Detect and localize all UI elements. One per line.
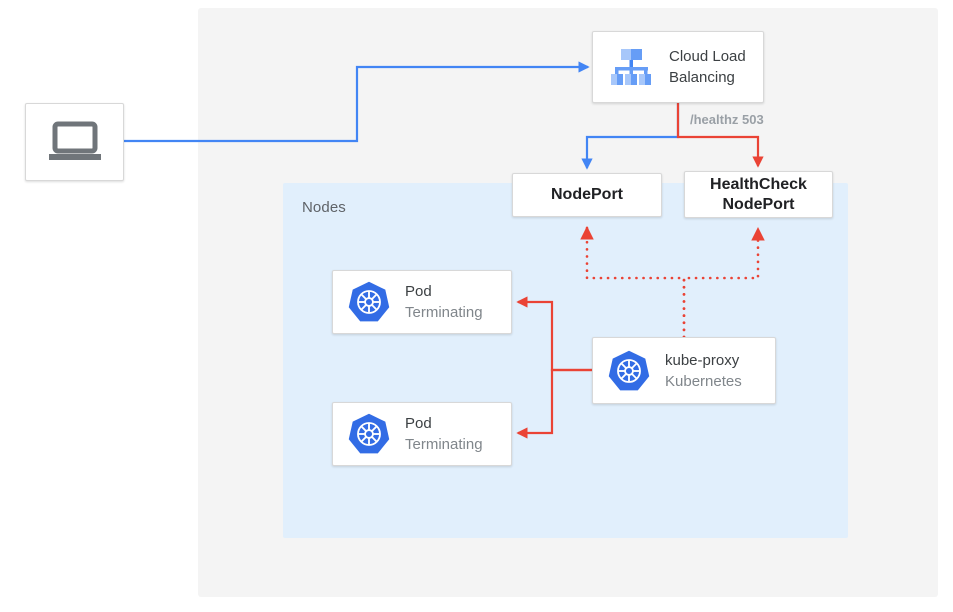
- healthcheck-nodeport-box[interactable]: HealthCheck NodePort: [684, 171, 833, 218]
- cloud-load-balancing-icon: [607, 43, 655, 91]
- pod-subtitle-1: Terminating: [405, 304, 483, 321]
- healthcheck-nodeport-label-line1: HealthCheck: [710, 175, 807, 193]
- kubernetes-icon: [347, 280, 391, 324]
- edge-kubeproxy-to-healthcheck-dotted: [682, 226, 765, 339]
- kubernetes-icon: [347, 412, 391, 456]
- nodes-region-label: Nodes: [302, 199, 346, 216]
- edge-clb-to-nodeport: [581, 103, 680, 170]
- healthcheck-nodeport-label-line2: NodePort: [722, 195, 795, 213]
- pod-title-2: Pod: [405, 415, 432, 432]
- cloud-load-balancing-label-line2: Balancing: [669, 69, 735, 86]
- edge-kubeproxy-to-nodeport-dotted: [580, 225, 686, 339]
- nodeport-label: NodePort: [551, 186, 623, 203]
- cloud-load-balancing-label-line1: Cloud Load: [669, 48, 746, 65]
- pod-box-1[interactable]: Pod Terminating: [332, 270, 512, 334]
- cloud-load-balancing-box[interactable]: Cloud Load Balancing: [592, 31, 764, 103]
- kubernetes-icon: [607, 349, 651, 393]
- pod-title-1: Pod: [405, 283, 432, 300]
- edge-client-to-clb: [124, 61, 590, 143]
- pod-subtitle-2: Terminating: [405, 436, 483, 453]
- edge-kubeproxy-to-pod-1: [516, 296, 592, 372]
- kube-proxy-subtitle: Kubernetes: [665, 372, 742, 390]
- nodeport-box[interactable]: NodePort: [512, 173, 662, 217]
- edge-clb-to-healthcheck-nodeport: [676, 103, 764, 168]
- kube-proxy-box[interactable]: kube-proxy Kubernetes: [592, 337, 776, 404]
- client-box[interactable]: [25, 103, 124, 181]
- laptop-icon: [47, 120, 103, 164]
- edge-kubeproxy-to-pod-2: [516, 368, 592, 439]
- kube-proxy-title: kube-proxy: [665, 351, 740, 369]
- healthz-edge-label: /healthz 503: [690, 112, 764, 127]
- pod-box-2[interactable]: Pod Terminating: [332, 402, 512, 466]
